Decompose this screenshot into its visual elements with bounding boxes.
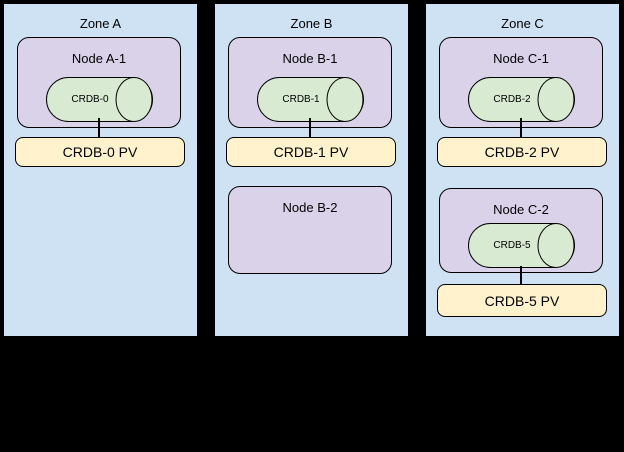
crdb-2-pod-cylinder: CRDB-2 — [468, 77, 575, 122]
pod-to-pv-connector — [98, 118, 100, 137]
node-b1-label: Node B-1 — [282, 51, 338, 66]
crdb-1-pod-label: CRDB-1 — [282, 94, 320, 105]
zone-a-label: Zone A — [79, 16, 122, 31]
node-c1-box: Node C-1 CRDB-2 — [439, 37, 603, 128]
pod-to-pv-connector — [309, 118, 311, 137]
crdb-2-pv-box: CRDB-2 PV — [437, 137, 607, 167]
crdb-0-pv-box: CRDB-0 PV — [15, 137, 185, 167]
database-cylinder-icon — [468, 77, 575, 122]
crdb-2-pv-label: CRDB-2 PV — [484, 144, 560, 160]
crdb-5-pod-cylinder: CRDB-5 — [468, 223, 575, 268]
pod-to-pv-connector — [520, 266, 522, 284]
node-c1-label: Node C-1 — [493, 51, 549, 66]
node-b2-box: Node B-2 — [228, 186, 392, 274]
crdb-1-pv-label: CRDB-1 PV — [273, 144, 349, 160]
database-cylinder-icon — [46, 77, 153, 122]
database-cylinder-icon — [468, 223, 575, 268]
zone-b: Zone B Node B-1 CRDB-1 CRDB-1 PV Node B-… — [213, 2, 410, 338]
crdb-0-pv-label: CRDB-0 PV — [62, 144, 138, 160]
node-a1-box: Node A-1 CRDB-0 — [17, 37, 181, 128]
node-b1-box: Node B-1 CRDB-1 — [228, 37, 392, 128]
node-a1-label: Node A-1 — [71, 51, 127, 66]
crdb-1-pod-cylinder: CRDB-1 — [257, 77, 364, 122]
crdb-5-pv-box: CRDB-5 PV — [437, 284, 607, 317]
zone-c: Zone C Node C-1 CRDB-2 CRDB-2 PV Node C-… — [424, 2, 621, 338]
zone-a: Zone A Node A-1 CRDB-0 CRDB-0 PV — [2, 2, 199, 338]
crdb-5-pv-label: CRDB-5 PV — [484, 292, 560, 309]
zone-c-label: Zone C — [501, 16, 544, 31]
zone-b-label: Zone B — [290, 16, 333, 31]
database-cylinder-icon — [257, 77, 364, 122]
pod-to-pv-connector — [520, 118, 522, 137]
node-c2-box: Node C-2 CRDB-5 — [439, 188, 603, 273]
crdb-1-pv-box: CRDB-1 PV — [226, 137, 396, 167]
crdb-0-pod-cylinder: CRDB-0 — [46, 77, 153, 122]
crdb-5-pod-label: CRDB-5 — [493, 240, 531, 251]
node-b2-label: Node B-2 — [282, 200, 338, 215]
crdb-0-pod-label: CRDB-0 — [71, 94, 109, 105]
node-c2-label: Node C-2 — [493, 202, 549, 217]
crdb-2-pod-label: CRDB-2 — [493, 94, 531, 105]
